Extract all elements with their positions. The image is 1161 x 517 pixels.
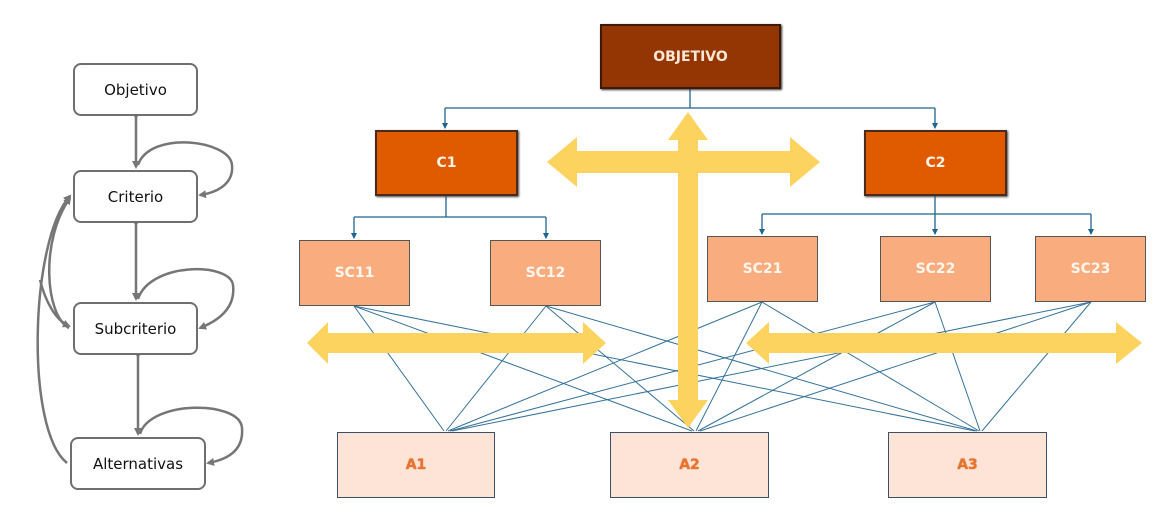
subcriterio-self-loop (136, 267, 235, 330)
hierarchy-links (351, 88, 1094, 239)
left-node-subcriterio: Subcriterio (73, 302, 198, 355)
feedback-arrows (307, 112, 1142, 428)
node-label: Criterio (107, 187, 164, 206)
right-subcriteria-arrow (746, 322, 1142, 364)
alternative-node-a2: A2 (610, 432, 769, 498)
subcriterion-node-sc23: SC23 (1035, 236, 1146, 302)
subcriterion-node-sc11: SC11 (299, 240, 410, 306)
node-label: A1 (405, 457, 427, 473)
subcriterion-node-sc22: SC22 (880, 236, 991, 302)
criterio-self-loop (136, 141, 234, 199)
node-label: A3 (957, 457, 978, 473)
node-label: C1 (436, 155, 457, 171)
subcriterion-node-sc21: SC21 (707, 236, 818, 302)
node-label: A2 (679, 457, 700, 473)
subcriterion-node-sc12: SC12 (490, 240, 601, 306)
left-node-alternativas: Alternativas (70, 437, 206, 490)
node-label: SC23 (1070, 261, 1111, 277)
left-connectors (36, 112, 244, 466)
left-subcriteria-arrow (307, 322, 606, 364)
criterion-node-c1: C1 (375, 130, 518, 196)
node-label: Subcriterio (94, 319, 177, 338)
node-label: SC12 (525, 265, 566, 281)
alternative-links (353, 301, 1092, 432)
node-label: Objetivo (104, 80, 167, 99)
node-label: OBJETIVO (653, 48, 728, 65)
alternative-node-a3: A3 (888, 432, 1047, 498)
alternativas-criterio-feedback (36, 194, 72, 464)
node-label: SC22 (915, 261, 956, 277)
vertical-feedback-arrow (668, 112, 708, 428)
node-label: C2 (925, 155, 946, 171)
alternativas-self-loop (138, 406, 244, 466)
node-label: Alternativas (92, 454, 184, 473)
alternative-node-a1: A1 (337, 432, 495, 498)
left-node-criterio: Criterio (73, 170, 198, 223)
criterion-node-c2: C2 (864, 130, 1007, 196)
goal-node: OBJETIVO (600, 24, 781, 89)
node-label: SC21 (742, 261, 783, 277)
node-label: SC11 (334, 265, 375, 281)
criterio-subcriterio-outer (38, 279, 71, 328)
left-node-objetivo: Objetivo (73, 63, 198, 116)
